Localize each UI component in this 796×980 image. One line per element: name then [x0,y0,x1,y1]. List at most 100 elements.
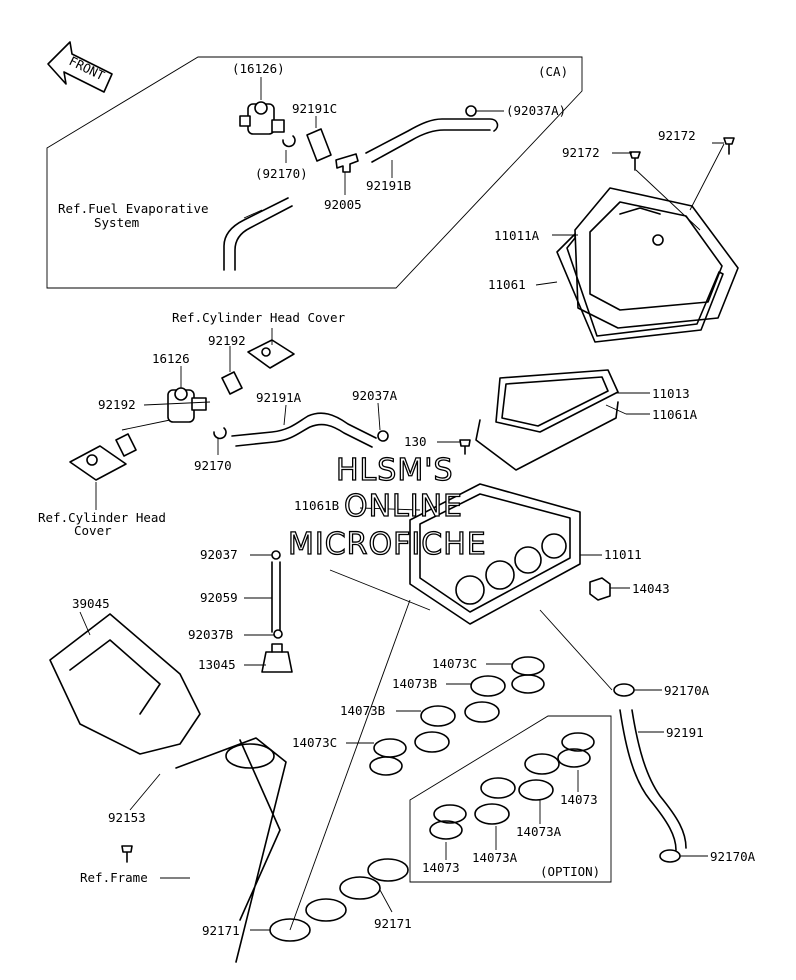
label-92005: 92005 [324,197,362,212]
part-92170-left [213,427,227,440]
part-16126-ca [239,101,285,135]
label-92192-top: 92192 [208,333,246,348]
part-14073-option-lower [429,804,467,840]
label-39045: 39045 [72,596,110,611]
part-92191c [306,128,332,162]
label-92037a: 92037A [352,388,398,403]
part-92153 [121,845,133,863]
part-16126 [167,387,207,423]
label-16126-ca: (16126) [232,61,285,76]
part-ref-cyl-head-cover-top [247,339,295,369]
label-14073-option-upper: 14073 [560,792,598,807]
label-11061a: 11061A [652,407,698,422]
part-ref-cyl-head-cover-left [69,445,127,481]
label-14073a-option-lower: 14073A [472,850,518,865]
label-11011a: 11011A [494,228,540,243]
label-14073-option-lower: 14073 [422,860,460,875]
label-11013: 11013 [652,386,690,401]
part-92191 [619,709,687,851]
inset-option-tag: (OPTION) [540,864,600,879]
label-ref-fuel-line-2: System [94,215,139,230]
label-92170: 92170 [194,458,232,473]
label-92191: 92191 [666,725,704,740]
part-14073b-lower [414,705,456,753]
label-ref-cyl-head-cover-left-1: Ref.Cylinder Head [38,510,166,525]
label-92037a-ca: (92037A) [506,103,566,118]
part-14073c-lower [369,738,407,776]
part-92192-left [115,433,137,457]
part-92170a-upper [613,683,635,697]
inset-ca-tag: (CA) [538,64,568,79]
label-92170-ca: (92170) [255,166,308,181]
part-14043 [589,577,611,601]
label-92172-b: 92172 [658,128,696,143]
part-92170a-lower [659,849,681,863]
label-11061: 11061 [488,277,526,292]
inset-option-box [409,715,612,883]
label-92059: 92059 [200,590,238,605]
part-39045 [49,613,201,755]
part-labels: (16126) 92191C (92037A) (92170) 92191B 9… [38,61,756,938]
part-92037b [273,629,283,639]
part-13045 [261,643,293,673]
part-92171-b [339,858,409,900]
label-ref-cyl-head-cover-left-2: Cover [74,523,112,538]
label-11061b: 11061B [294,498,339,513]
part-92170-ca [282,135,296,148]
part-130-bolt [459,439,471,455]
watermark-line-1: HLSM'S [336,453,454,488]
watermark-line-2: ONLINE [344,489,463,524]
label-92037: 92037 [200,547,238,562]
label-92191b: 92191B [366,178,411,193]
label-130: 130 [404,434,427,449]
watermark-line-3: MICROFICHE [288,527,487,562]
part-11061-gasket [556,233,724,343]
leader-lines [79,77,725,931]
part-92037 [271,550,281,560]
label-ref-cyl-head-cover-top: Ref.Cylinder Head Cover [172,310,346,325]
part-92191b [365,118,499,163]
label-92172-a: 92172 [562,145,600,160]
inset-ca-box [46,56,583,289]
label-11011: 11011 [604,547,642,562]
label-13045: 13045 [198,657,236,672]
label-92191c: 92191C [292,101,337,116]
part-92191a [231,412,377,448]
label-14073c-lower: 14073C [292,735,337,750]
label-14043: 14043 [632,581,670,596]
label-92171-b: 92171 [374,916,412,931]
part-92192-top [221,371,243,395]
part-14073a-option-lower [474,777,516,825]
part-92037a-ca [465,105,477,117]
label-ref-fuel-line-1: Ref.Fuel Evaporative [58,201,209,216]
label-92170a-lower: 92170A [710,849,756,864]
part-92059 [271,561,281,633]
label-92037b: 92037B [188,627,233,642]
label-92153: 92153 [108,810,146,825]
part-92171-a [269,898,347,942]
label-92192-left: 92192 [98,397,136,412]
label-92170a-upper: 92170A [664,683,710,698]
ref-frame-shape [175,737,287,963]
label-92191a: 92191A [256,390,302,405]
hose-fuel-evaporative [223,197,293,271]
part-11011a-cover [574,187,739,329]
label-ref-frame: Ref.Frame [80,870,148,885]
part-92037a [377,430,389,442]
label-14073b-lower: 14073B [340,703,385,718]
part-92005 [335,153,359,173]
label-14073c-upper: 14073C [432,656,477,671]
label-16126: 16126 [152,351,190,366]
front-arrow-icon: FRONT [47,41,113,93]
part-14073b-upper [464,675,506,723]
watermark: HLSM'S ONLINE MICROFICHE [287,452,487,562]
part-92172-screws [629,137,735,171]
label-14073b-upper: 14073B [392,676,437,691]
part-14073-option-upper [557,732,595,768]
part-11061a-seal [475,401,619,471]
label-14073a-option-upper: 14073A [516,824,562,839]
part-14073c-upper [511,656,545,694]
part-11011-airbox [409,483,581,625]
part-11013-filter [495,369,619,433]
